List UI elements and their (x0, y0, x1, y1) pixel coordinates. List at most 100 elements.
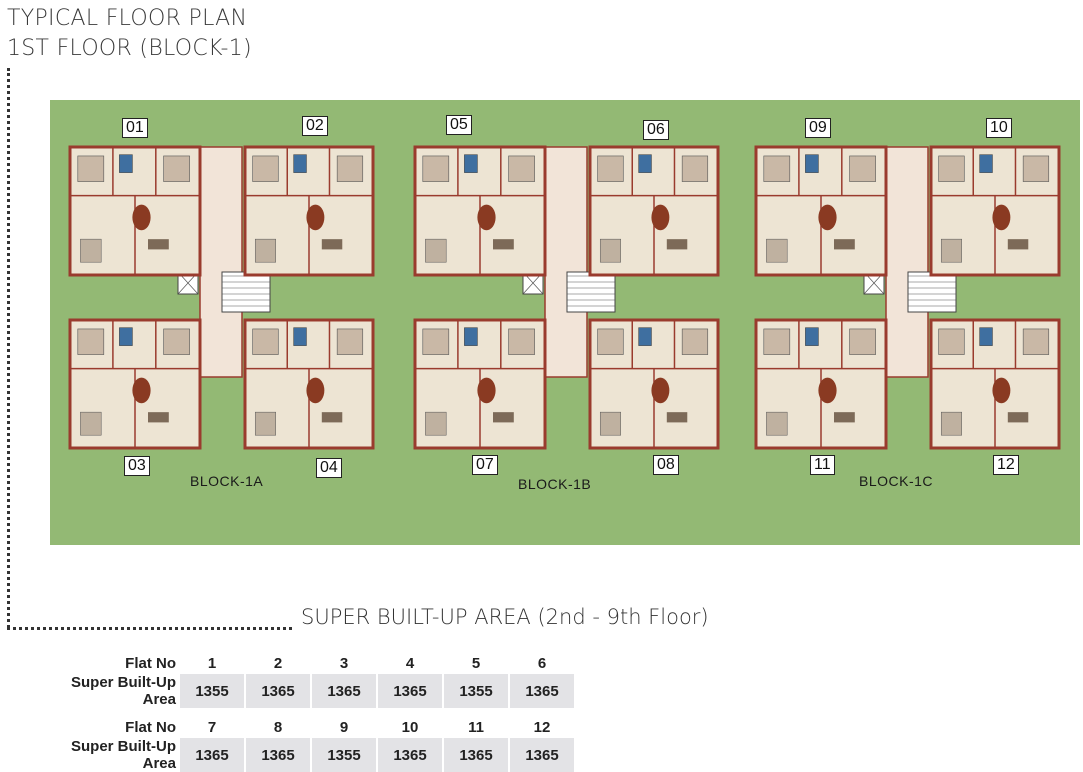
corridor (885, 146, 929, 378)
area-table-2: Flat No 7 8 9 10 11 12 Super Built-Up Ar… (42, 716, 576, 772)
area-cell: 1365 (510, 674, 574, 708)
bed-icon (508, 155, 535, 182)
toilet-icon (293, 327, 307, 346)
sofa-icon (493, 239, 514, 250)
area-cell: 1365 (246, 738, 310, 772)
area-cell: 1365 (312, 674, 376, 708)
flat-no-cell: 12 (533, 718, 551, 736)
flat-no-cell: 9 (339, 718, 349, 736)
flat-no-cell: 7 (207, 718, 217, 736)
sofa-icon (834, 239, 855, 250)
area-cell: 1365 (180, 738, 244, 772)
block-label-1a: BLOCK-1A (190, 473, 264, 489)
area-cell: 1355 (180, 674, 244, 708)
bed-icon (252, 328, 279, 355)
flat-no-cell: 11 (468, 718, 484, 736)
dining-table-icon (992, 204, 1011, 231)
sofa-icon (1007, 239, 1029, 250)
sofa-icon (321, 239, 343, 250)
bed-icon (849, 155, 876, 182)
bed-icon (597, 328, 624, 355)
super-built-up-area-heading: SUPER BUILT-UP AREA (2nd - 9th Floor) (301, 605, 709, 629)
area-cell: 1355 (444, 674, 508, 708)
sofa-icon (666, 239, 688, 250)
bed-icon (336, 155, 364, 182)
bed-icon (77, 155, 105, 182)
sofa-icon (321, 412, 343, 423)
bed-icon (425, 411, 447, 436)
bed-icon (252, 155, 279, 182)
bed-icon (254, 238, 276, 263)
toilet-icon (119, 154, 133, 173)
flat-no-cell: 1 (207, 654, 217, 672)
bed-icon (766, 411, 788, 436)
flat-no-label: Flat No (125, 654, 176, 672)
toilet-icon (638, 327, 652, 346)
bed-icon (681, 155, 709, 182)
flat-no-cell: 10 (401, 718, 419, 736)
bed-icon (77, 328, 105, 355)
area-cell: 1365 (378, 738, 442, 772)
dining-table-icon (306, 377, 325, 404)
bed-icon (254, 411, 276, 436)
dining-table-icon (132, 204, 151, 231)
bed-icon (163, 328, 190, 355)
flat-tag-08: 08 (653, 455, 679, 475)
dining-table-icon (651, 204, 670, 231)
toilet-icon (119, 327, 133, 346)
toilet-icon (464, 154, 478, 173)
bed-icon (763, 328, 791, 355)
bed-icon (599, 411, 621, 436)
flat-no-cell: 2 (273, 654, 283, 672)
flat-no-cell: 6 (537, 654, 547, 672)
toilet-icon (464, 327, 478, 346)
sofa-icon (493, 412, 514, 423)
block-label-1c: BLOCK-1C (859, 473, 934, 489)
dining-table-icon (306, 204, 325, 231)
toilet-icon (638, 154, 652, 173)
block-label-1b: BLOCK-1B (518, 476, 592, 492)
bed-icon (597, 155, 624, 182)
bed-icon (763, 155, 791, 182)
sofa-icon (666, 412, 688, 423)
dotted-leader-horizontal (7, 627, 292, 630)
flat-no-row: Flat No 7 8 9 10 11 12 (44, 716, 574, 738)
bed-icon (938, 328, 965, 355)
sofa-icon (148, 412, 169, 423)
flat-no-cell: 8 (273, 718, 283, 736)
sofa-icon (1007, 412, 1029, 423)
dining-table-icon (818, 204, 837, 231)
area-cell: 1355 (312, 738, 376, 772)
area-table-1: Flat No 1 2 3 4 5 6 Super Built-Up Area … (42, 652, 576, 708)
area-cell: 1365 (444, 738, 508, 772)
floor-plan-svg (68, 145, 1061, 450)
dining-table-icon (651, 377, 670, 404)
toilet-icon (979, 154, 993, 173)
plan-title: TYPICAL FLOOR PLAN (7, 6, 248, 31)
bed-icon (508, 328, 535, 355)
sofa-icon (834, 412, 855, 423)
flat-no-cell: 4 (405, 654, 415, 672)
corridor (544, 146, 588, 378)
bed-icon (766, 238, 788, 263)
bed-icon (80, 411, 102, 436)
bed-icon (163, 155, 190, 182)
dining-table-icon (992, 377, 1011, 404)
flat-tag-12: 12 (993, 455, 1019, 475)
bed-icon (681, 328, 709, 355)
plan-subtitle: 1ST FLOOR (BLOCK-1) (7, 36, 252, 61)
bed-icon (938, 155, 965, 182)
flat-tag-10: 10 (986, 118, 1012, 138)
flat-tag-04: 04 (316, 458, 342, 478)
staircase (907, 271, 957, 313)
dining-table-icon (477, 204, 496, 231)
toilet-icon (805, 327, 819, 346)
flat-tag-07: 07 (472, 455, 498, 475)
staircase (566, 271, 616, 313)
toilet-icon (979, 327, 993, 346)
area-cell: 1365 (510, 738, 574, 772)
bed-icon (1022, 155, 1050, 182)
dotted-leader-vertical (7, 68, 10, 628)
flat-tag-05: 05 (446, 115, 472, 135)
bed-icon (849, 328, 876, 355)
